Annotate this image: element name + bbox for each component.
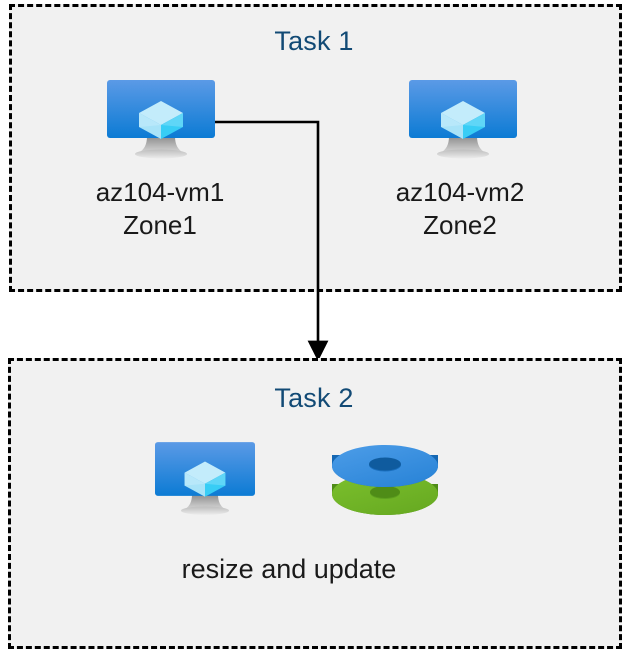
node-caption-vm2: az104-vm2 Zone2 (395, 177, 525, 240)
azure-virtual-machine-icon (155, 442, 255, 520)
azure-disks-icon (330, 440, 440, 525)
node-caption-vm1: az104-vm1 Zone1 (95, 177, 225, 240)
group-box-task2 (8, 358, 622, 649)
group-title-task2: Task 2 (274, 383, 354, 413)
group-caption-task2: resize and update (181, 554, 397, 584)
azure-virtual-machine-icon (409, 80, 517, 164)
azure-virtual-machine-icon (107, 80, 215, 164)
group-title-task1: Task 1 (274, 26, 354, 56)
